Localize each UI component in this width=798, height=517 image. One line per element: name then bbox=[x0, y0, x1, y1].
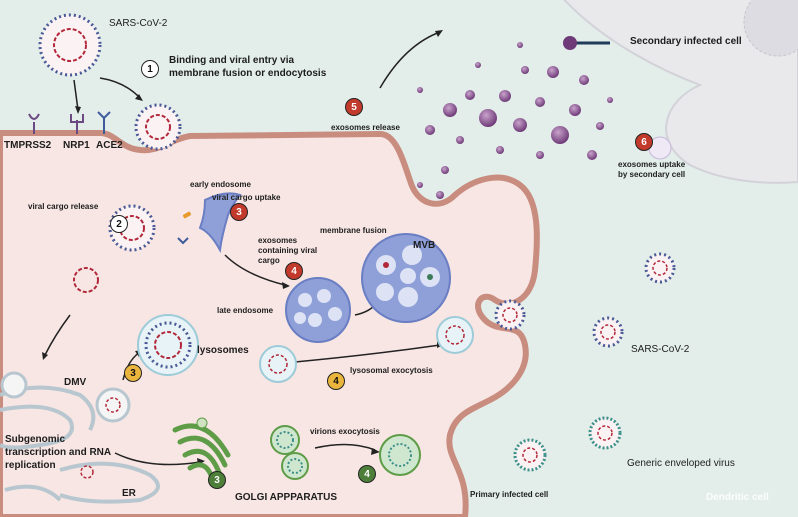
secondary-cell bbox=[563, 0, 798, 184]
golgi-vesicle bbox=[196, 417, 208, 429]
receptor-nrp1 bbox=[70, 114, 84, 134]
exosome-cloud bbox=[417, 42, 613, 199]
arrow-to-late-endosome bbox=[224, 254, 286, 286]
virion-vesicle bbox=[270, 425, 421, 480]
lysosome-small bbox=[259, 345, 297, 383]
step-3-yellow-badge: 3 bbox=[124, 364, 142, 382]
label-tmprss2: TMPRSS2 bbox=[4, 140, 52, 151]
dmv-vesicle bbox=[95, 387, 131, 423]
label-exosomes-uptake: exosomes uptake by secondary cell bbox=[618, 160, 686, 179]
label-ace2: ACE2 bbox=[96, 140, 123, 151]
arrow-virions-exocytosis bbox=[314, 443, 376, 451]
label-binding-entry: Binding and viral entry via membrane fus… bbox=[169, 55, 327, 79]
secondary-cell-nucleus bbox=[743, 0, 798, 57]
label-mvb: MVB bbox=[413, 240, 436, 251]
label-er: ER bbox=[122, 488, 136, 499]
label-lysosomal-exocytosis: lysosomal exocytosis bbox=[350, 366, 433, 375]
arrow-to-dmv bbox=[44, 314, 71, 356]
step-1-badge: 1 bbox=[141, 60, 159, 78]
lysosome bbox=[137, 314, 199, 376]
arrow-exosomes-release bbox=[379, 31, 441, 89]
label-primary-infected-cell: Primary infected cell bbox=[470, 490, 549, 499]
arrow-entry-right bbox=[99, 77, 141, 99]
label-viral-cargo-uptake: viral cargo uptake bbox=[212, 193, 281, 202]
label-dmv: DMV bbox=[64, 377, 87, 388]
step-5-badge: 5 bbox=[345, 98, 363, 116]
virion-entering bbox=[134, 103, 182, 151]
label-membrane-fusion: membrane fusion bbox=[320, 226, 387, 235]
label-exosomes-viral-cargo: exosomes containing viral cargo bbox=[258, 236, 318, 265]
label-late-endosome: late endosome bbox=[217, 306, 274, 315]
step-6-badge: 6 bbox=[635, 133, 653, 151]
label-virions-exocytosis: virions exocytosis bbox=[310, 427, 380, 436]
late-endosome bbox=[285, 277, 351, 343]
virion-large-top bbox=[38, 13, 102, 77]
label-dendritic-cell: Dendritic cell bbox=[706, 492, 769, 503]
step-3-green-badge: 3 bbox=[208, 471, 226, 489]
label-viral-cargo-release: viral cargo release bbox=[28, 202, 99, 211]
arrow-entry-left bbox=[73, 79, 79, 111]
label-sars-cov-2-top: SARS-CoV-2 bbox=[109, 18, 168, 29]
step-4-yellow-badge: 4 bbox=[327, 372, 345, 390]
label-early-endosome: early endosome bbox=[190, 180, 251, 189]
label-exosomes-release: exosomes release bbox=[331, 123, 400, 132]
secondary-receptor bbox=[563, 36, 610, 50]
enveloped-virion bbox=[513, 416, 622, 472]
label-secondary-infected-cell: Secondary infected cell bbox=[630, 36, 742, 47]
receptor-tmprss2 bbox=[28, 113, 40, 134]
label-generic-enveloped-virus: Generic enveloped virus bbox=[627, 458, 735, 469]
multivesicular-body bbox=[361, 233, 451, 323]
arrow-lysosomal-exocytosis bbox=[294, 344, 441, 363]
step-2-badge: 2 bbox=[110, 215, 128, 233]
step-4-green-badge: 4 bbox=[358, 465, 376, 483]
label-golgi-apparatus: GOLGI APPPARATUS bbox=[235, 492, 338, 503]
step-3-red-badge: 3 bbox=[230, 203, 248, 221]
label-nrp1: NRP1 bbox=[63, 140, 90, 151]
label-lysosomes: lysosomes bbox=[197, 345, 249, 356]
label-sars-cov-2-right: SARS-CoV-2 bbox=[631, 344, 690, 355]
label-subgenomic-replication: Subgenomic transcription and RNA replica… bbox=[5, 434, 112, 471]
arrow-to-golgi bbox=[114, 452, 201, 466]
dmv-vesicle-left bbox=[0, 371, 28, 399]
step-4-red-badge: 4 bbox=[285, 262, 303, 280]
lysosome-membrane bbox=[436, 316, 474, 354]
virion-outside-right bbox=[494, 252, 676, 348]
receptor-ace2 bbox=[97, 111, 111, 134]
viral-rna bbox=[73, 267, 99, 479]
